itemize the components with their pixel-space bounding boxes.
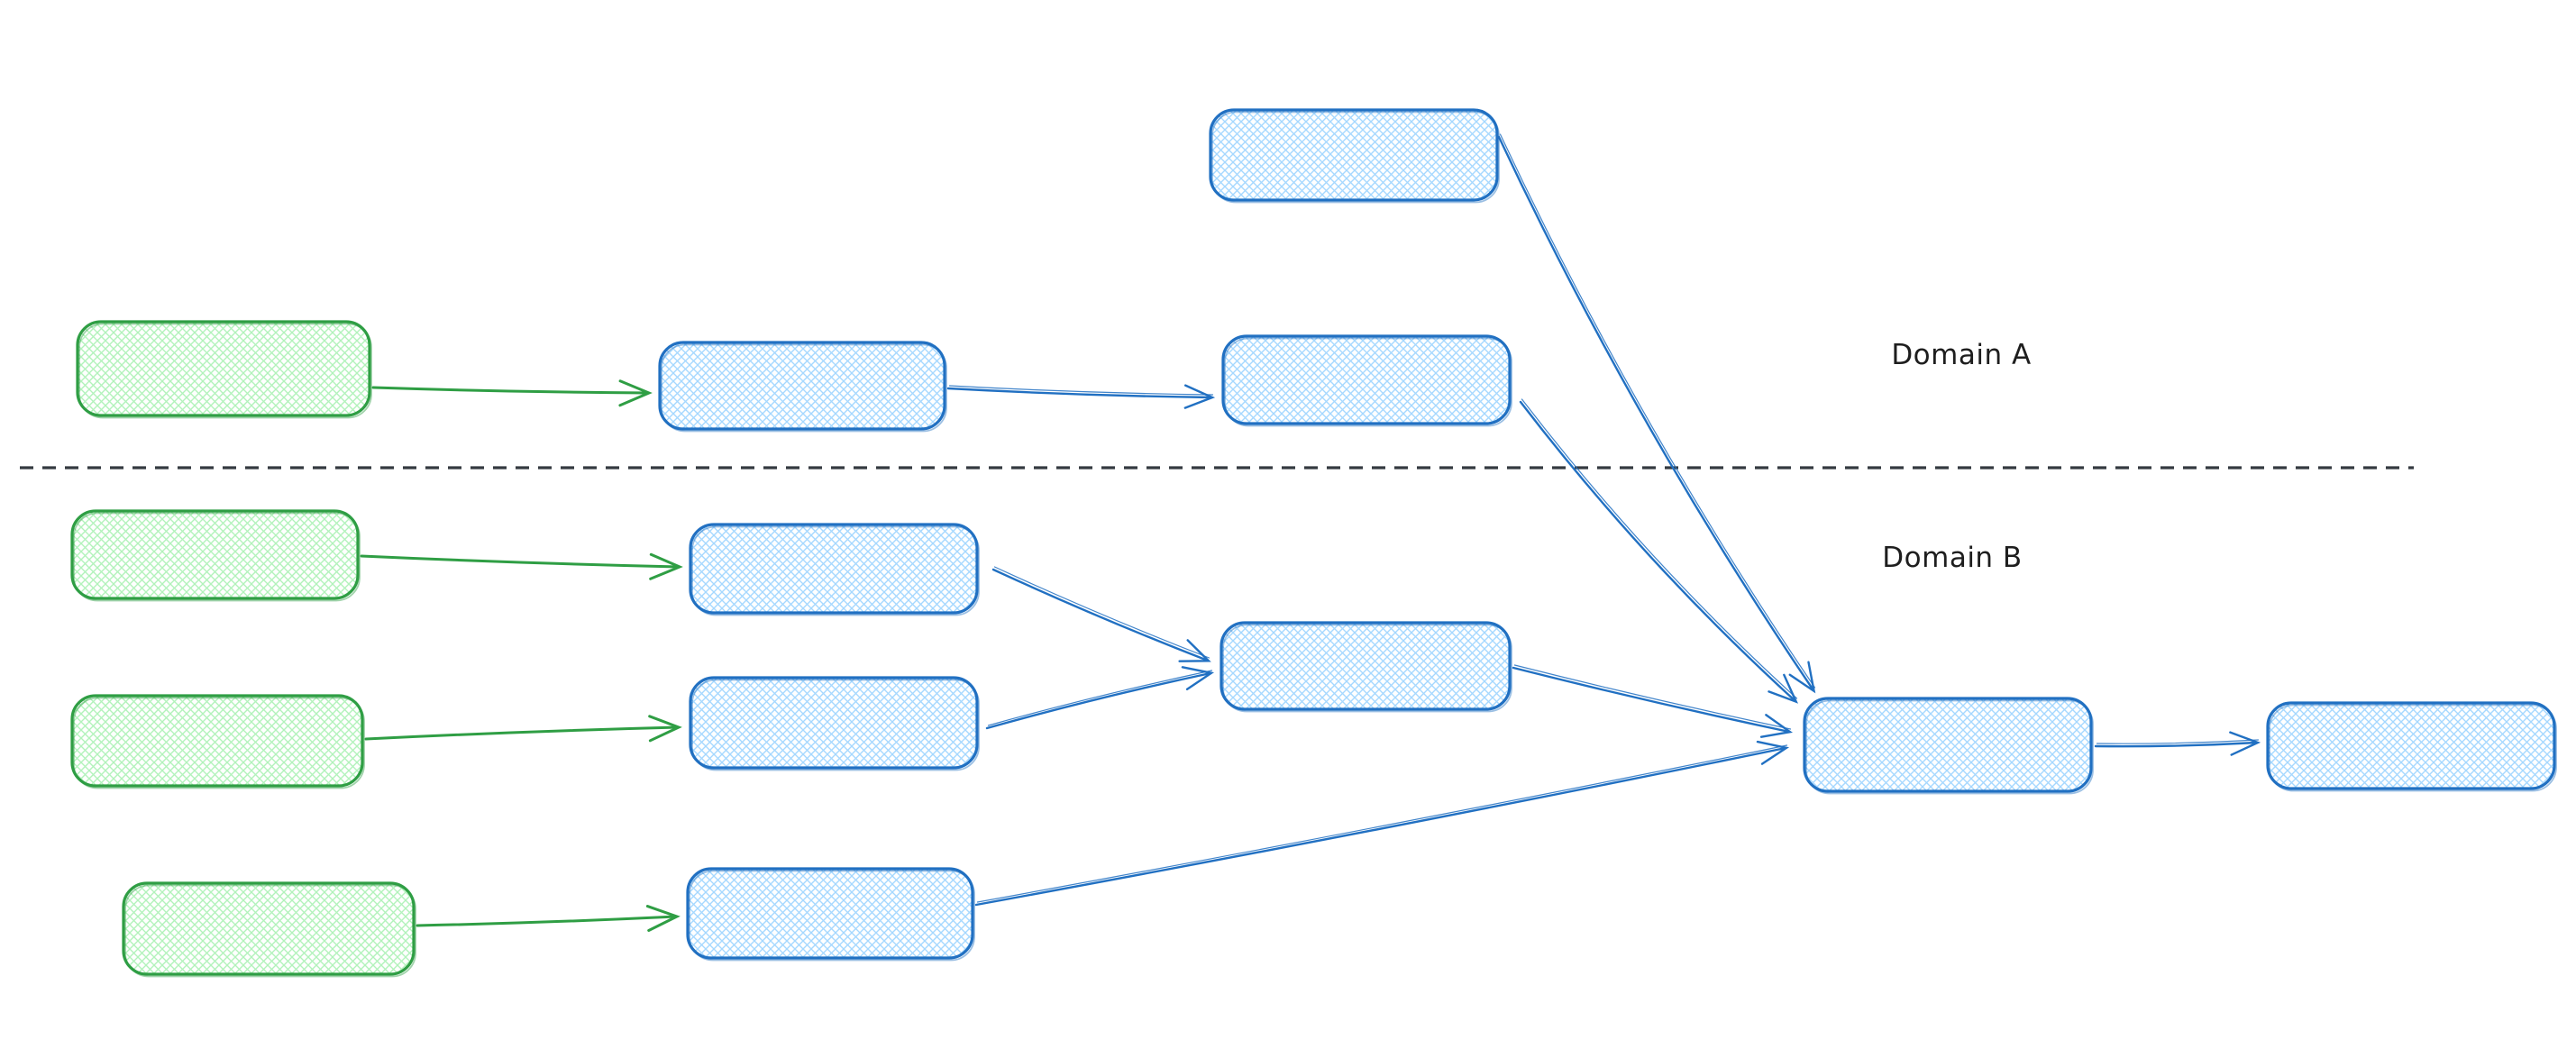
node-a-stage1 <box>658 341 947 433</box>
arrow-b-stage1-to-b-merge <box>991 566 1211 662</box>
node-shared-sink <box>1803 697 2094 795</box>
arrow-a-top-source-to-sink <box>1497 133 1816 694</box>
nodes-layer <box>70 108 2557 978</box>
node-a-top-source <box>1209 108 1500 204</box>
node-a-stage2 <box>1221 334 1512 427</box>
arrow-a-stage2-to-sink <box>1519 398 1799 704</box>
edges-layer <box>360 133 2261 932</box>
arrow-a-input-to-a-stage1 <box>371 379 653 407</box>
arrow-b-stage2-to-b-merge <box>985 666 1215 730</box>
node-b-merge <box>1219 621 1512 713</box>
arrow-b-input2-to-b-stage2 <box>364 715 682 743</box>
arrow-sink-to-final-output <box>2094 731 2261 756</box>
node-b-stage1 <box>689 523 980 616</box>
arrow-a-stage1-to-a-stage2 <box>946 384 1216 409</box>
arrow-b-input1-to-b-stage1 <box>360 552 683 580</box>
domain-a-label: Domain A <box>1891 339 2031 371</box>
node-b-input2 <box>70 694 365 789</box>
node-b-input3 <box>122 881 416 978</box>
domain-b-label: Domain B <box>1882 542 2022 574</box>
node-b-input1 <box>70 509 361 602</box>
node-b-stage2 <box>689 676 980 771</box>
arrow-b-input3-to-b-stage3 <box>416 905 681 932</box>
arrow-b-merge-to-sink <box>1512 664 1794 738</box>
node-final-output <box>2266 701 2557 792</box>
node-b-stage3 <box>686 867 975 962</box>
arrow-b-stage3-to-sink <box>974 740 1790 907</box>
node-a-input <box>76 320 372 419</box>
